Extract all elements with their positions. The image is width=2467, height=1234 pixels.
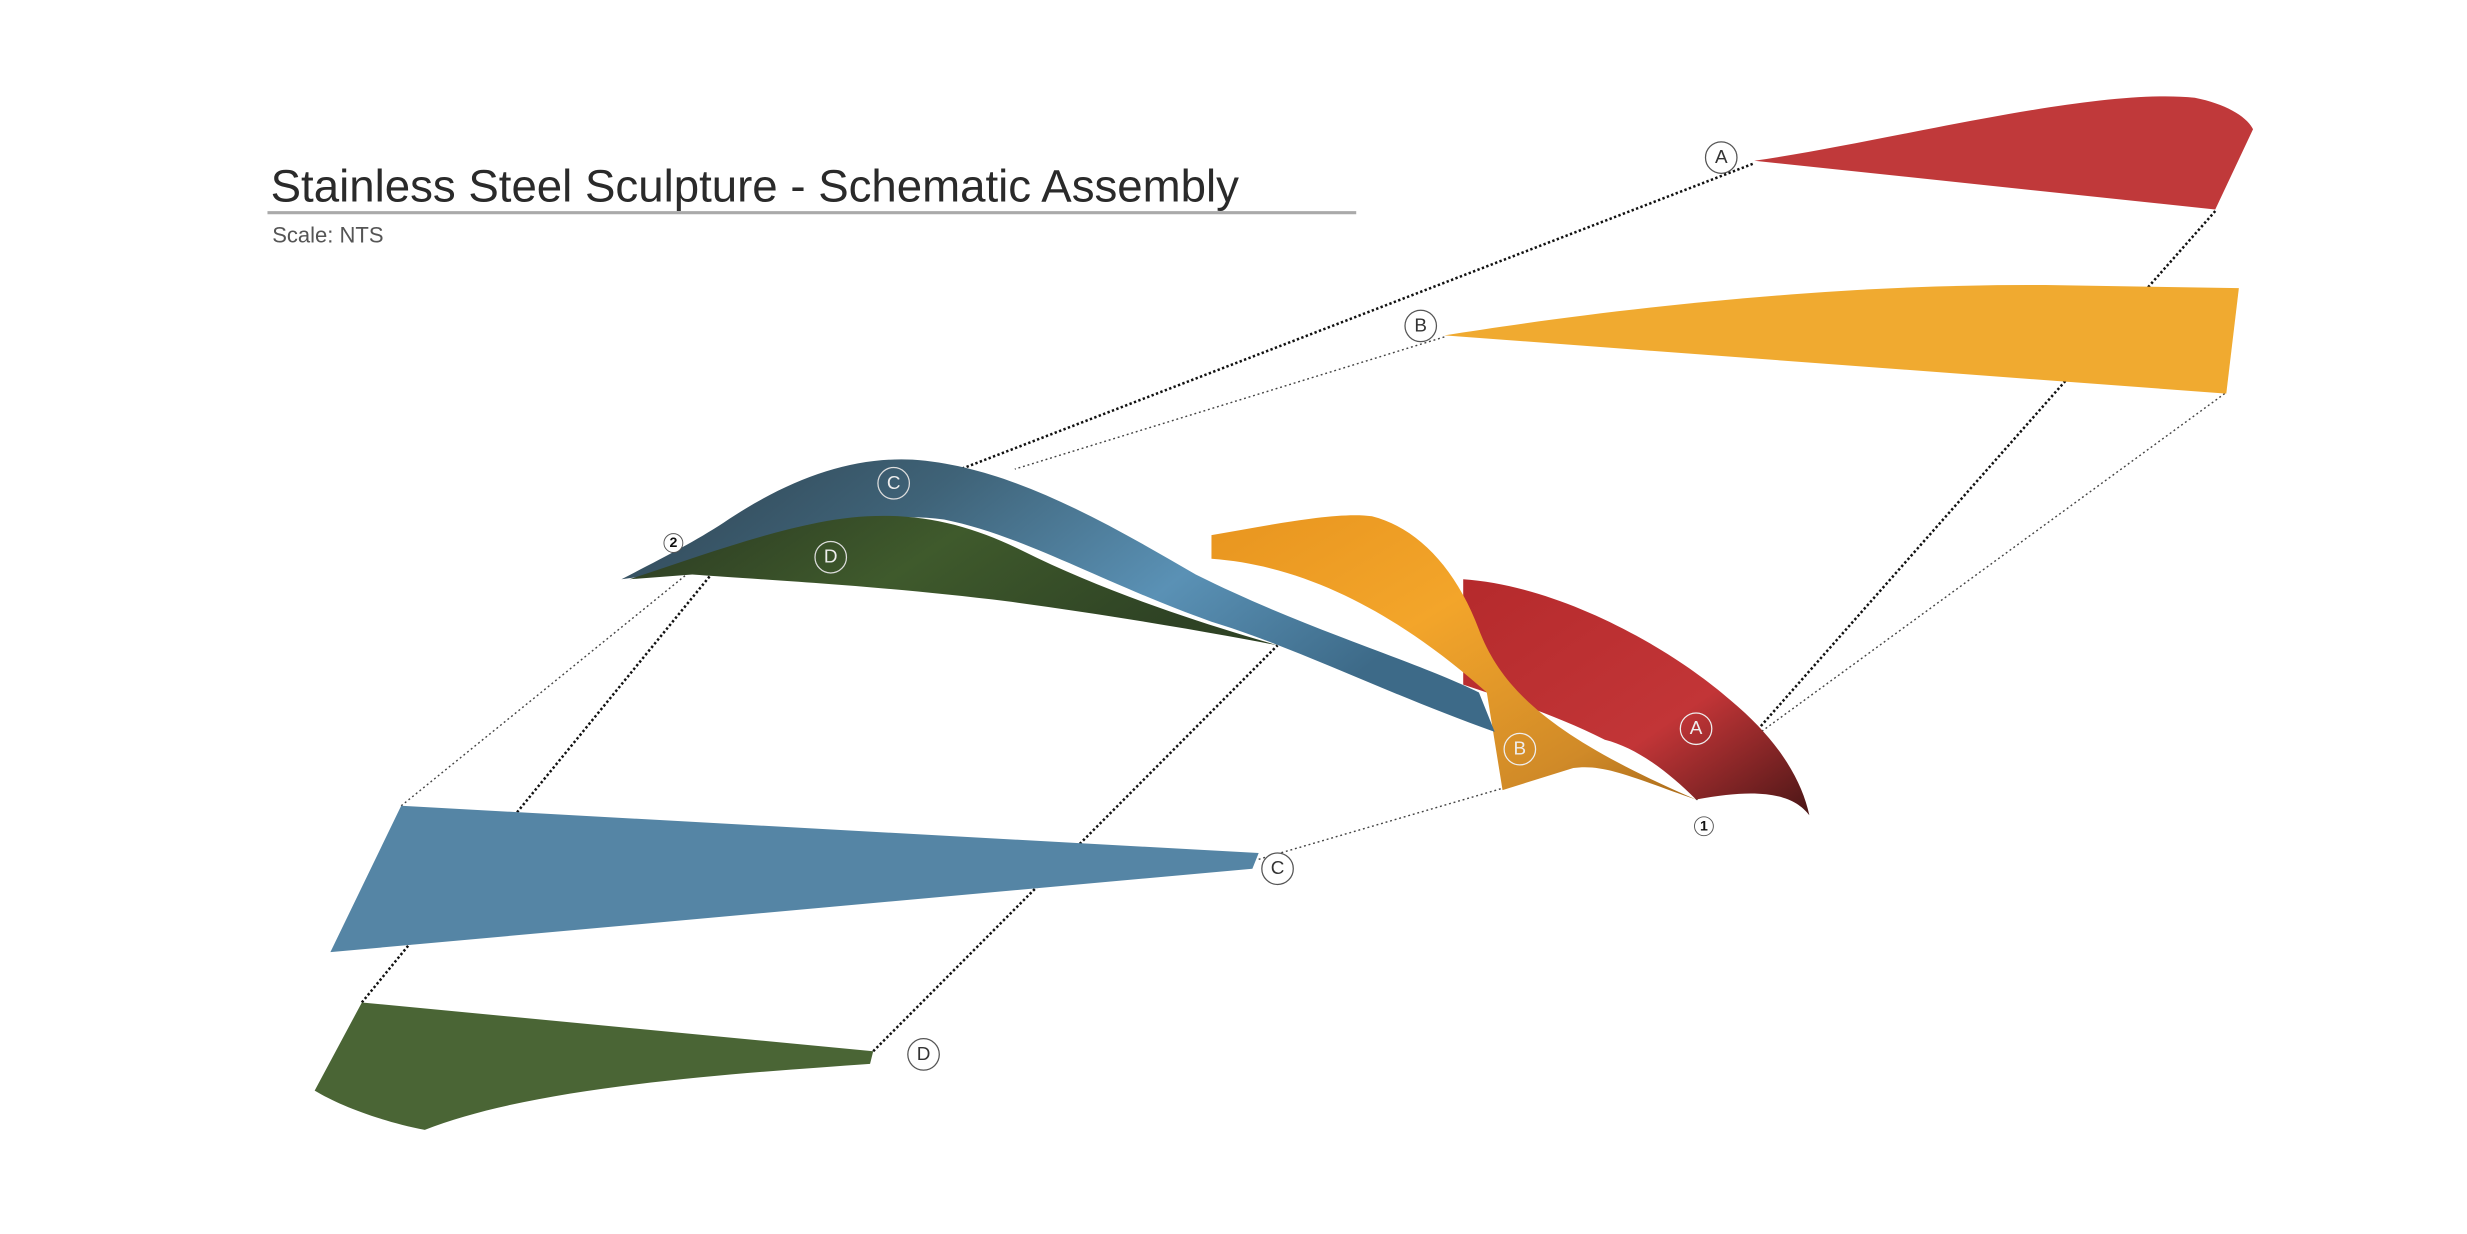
label-b-outer: B: [1404, 309, 1438, 343]
sculpture-part-c: [621, 459, 1495, 732]
projection-line-c-left: [400, 562, 701, 807]
svg-text:B: B: [1514, 739, 1527, 760]
panel-d: [314, 1002, 874, 1130]
projection-line-c-right: [1258, 786, 1508, 860]
panel-b: [1444, 284, 2239, 394]
sculpture-part-d: [629, 515, 1278, 646]
sculpture-part-a: [1463, 579, 1810, 816]
panel-a: [1754, 96, 2254, 210]
point-marker-2: 2: [663, 533, 684, 553]
svg-text:B: B: [1414, 315, 1427, 336]
projection-line-b-right: [1706, 393, 2226, 772]
svg-text:D: D: [824, 547, 838, 568]
scale-note: Scale: NTS: [272, 223, 383, 248]
label-a-inner: A: [1679, 712, 1713, 746]
svg-text:A: A: [1715, 147, 1728, 168]
svg-text:A: A: [1690, 718, 1703, 739]
svg-text:2: 2: [669, 535, 677, 551]
label-c-inner: C: [877, 466, 911, 500]
point-marker-1: 1: [1694, 816, 1714, 837]
assembled-sculpture: [621, 459, 1810, 816]
svg-text:C: C: [887, 473, 901, 494]
label-d-outer: D: [907, 1038, 940, 1071]
label-b-inner: B: [1503, 732, 1537, 766]
panel-c: [330, 805, 1259, 953]
projection-line-a-right: [1695, 210, 2217, 801]
diagram-title: Stainless Steel Sculpture - Schematic As…: [271, 161, 1240, 212]
label-a-outer: A: [1704, 141, 1738, 174]
svg-text:D: D: [917, 1044, 931, 1065]
projection-line-d-right: [872, 644, 1279, 1053]
sculpture-part-b: [1211, 515, 1697, 800]
label-d-inner: D: [814, 540, 848, 574]
label-c-outer: C: [1261, 852, 1294, 886]
svg-text:C: C: [1271, 858, 1285, 879]
projection-line-b-left: [1014, 336, 1445, 470]
svg-text:1: 1: [1700, 818, 1708, 834]
